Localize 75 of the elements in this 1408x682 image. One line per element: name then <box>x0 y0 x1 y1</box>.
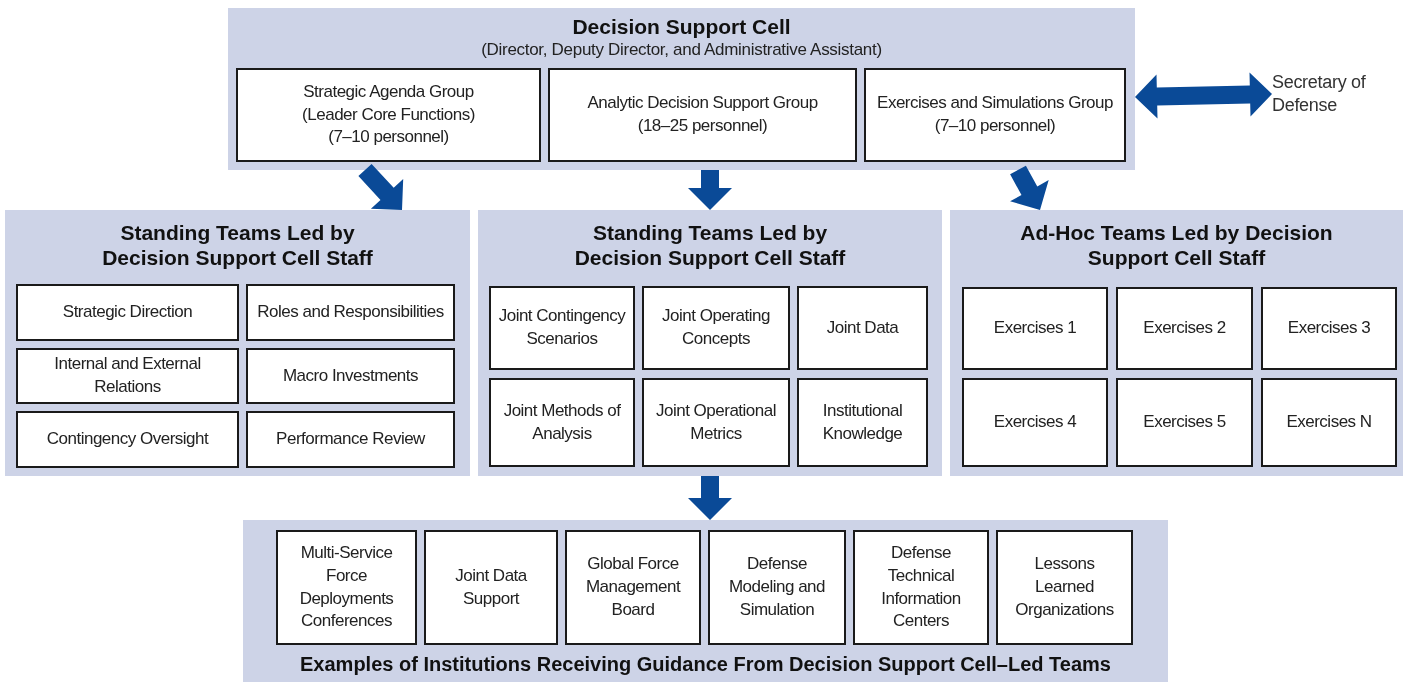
team-box <box>962 287 1108 370</box>
box-label: Multi-Service Force Deployments Conferences <box>298 541 395 633</box>
box-label: Joint Data <box>826 316 899 339</box>
team-box <box>246 411 455 468</box>
box-label: Strategic Agenda Group <box>303 80 474 103</box>
team-box <box>1261 287 1397 370</box>
group-panel <box>228 8 1135 170</box>
box-label: Strategic Direction <box>62 301 193 324</box>
panel-heading: Standing Teams Led by Decision Support Cell Staff <box>573 219 847 271</box>
block-arrow <box>688 170 732 210</box>
box-label: Exercises N <box>1286 411 1372 434</box>
box-label: Roles and Responsibilities <box>257 301 444 324</box>
panel-heading: Decision Support Cell <box>572 14 791 40</box>
box-label: Joint Methods of Analysis <box>502 399 622 445</box>
box-label: Macro Investments <box>282 364 419 387</box>
box-label: Internal and External Relations <box>53 353 202 398</box>
block-arrow <box>1010 165 1049 210</box>
team-box <box>853 530 989 645</box>
team-box <box>996 530 1133 645</box>
team-box <box>16 411 239 468</box>
box-label: Analytic Decision Support Group <box>587 92 818 115</box>
group-panel <box>950 210 1403 476</box>
box-label: Institutional Knowledge <box>821 399 904 445</box>
team-box <box>16 348 239 404</box>
team-box <box>489 286 635 370</box>
team-box <box>1116 378 1253 467</box>
team-box <box>246 284 455 341</box>
box-label: Joint Data Support <box>454 564 529 610</box>
team-box <box>489 378 635 467</box>
box-label: Exercises 2 <box>1143 317 1226 340</box>
team-box <box>642 378 790 467</box>
box-label: Exercises 5 <box>1143 411 1226 434</box>
block-arrow <box>358 163 404 210</box>
panel-heading: Standing Teams Led by Decision Support Cell Staff <box>101 219 374 271</box>
box-label: Exercises 3 <box>1287 317 1371 340</box>
box-label: Contingency Oversight <box>46 428 209 451</box>
box-label: (7–10 personnel) <box>328 126 449 149</box>
team-box <box>708 530 846 645</box>
entity-label: Secretary of Defense <box>1272 70 1367 117</box>
team-box <box>424 530 558 645</box>
box-label: (18–25 personnel) <box>637 115 768 137</box>
panel-heading: Examples of Institutions Receiving Guidance From Decision Support Cell–Led Teams <box>300 652 1111 676</box>
team-box <box>236 68 541 162</box>
box-label: Defense Technical Information Centers <box>880 541 962 633</box>
box-label: (Leader Core Functions) <box>302 103 475 126</box>
team-box <box>246 348 455 404</box>
box-label: Joint Contingency Scenarios <box>497 305 627 350</box>
block-arrow <box>1135 72 1272 119</box>
team-box <box>642 286 790 370</box>
team-box <box>797 378 928 467</box>
box-label: Performance Review <box>276 428 425 451</box>
team-box <box>797 286 928 370</box>
panel-heading: Ad-Hoc Teams Led by Decision Support Cell Staff <box>1019 219 1334 271</box>
group-panel <box>243 520 1168 682</box>
box-label: Exercises and Simulations Group <box>877 92 1113 115</box>
box-label: Exercises 1 <box>993 317 1077 340</box>
team-box <box>16 284 239 341</box>
box-label: Lessons Learned Organizations <box>1014 553 1115 621</box>
block-arrow <box>688 476 732 520</box>
team-box <box>565 530 701 645</box>
box-label: Global Force Management Board <box>584 553 682 621</box>
box-label: (7–10 personnel) <box>934 115 1056 137</box>
team-box <box>276 530 417 645</box>
team-box <box>864 68 1126 162</box>
team-box <box>962 378 1108 467</box>
team-box <box>1261 378 1397 467</box>
team-box <box>548 68 857 162</box>
box-label: Defense Modeling and Simulation <box>727 553 827 621</box>
box-label: Exercises 4 <box>993 411 1077 434</box>
panel-subtitle: (Director, Deputy Director, and Administrative Assistant) <box>481 39 882 60</box>
box-label: Joint Operational Metrics <box>655 399 777 445</box>
box-label: Joint Operating Concepts <box>661 305 771 350</box>
group-panel <box>478 210 942 476</box>
group-panel <box>5 210 470 476</box>
team-box <box>1116 287 1253 370</box>
